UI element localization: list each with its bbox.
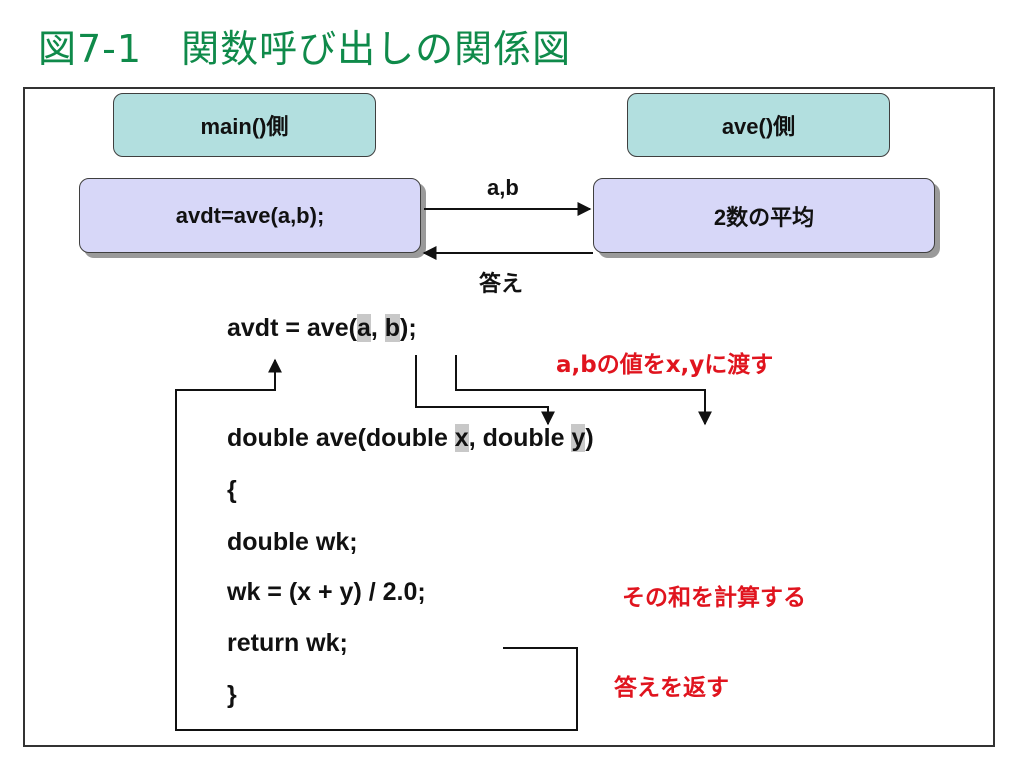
declare-code-line: double wk; xyxy=(227,528,358,556)
average-box-label: 2数の平均 xyxy=(713,204,815,230)
b-to-y-arrow xyxy=(455,355,712,426)
main-side-label: main()側 xyxy=(200,114,289,139)
call-box-label: avdt=ave(a,b); xyxy=(175,202,325,228)
main-side-box: main()側 xyxy=(113,93,376,157)
return-code-line: return wk; xyxy=(227,629,348,657)
average-box: 2数の平均 xyxy=(593,178,935,253)
return-arrow xyxy=(175,358,578,731)
ave-side-label: ave()側 xyxy=(721,114,796,139)
call-box: avdt=ave(a,b); xyxy=(79,178,421,253)
figure-title: 図7-1 関数呼び出しの関係図 xyxy=(38,27,572,71)
a-to-x-arrow xyxy=(415,355,555,426)
pass-note: a,bの値をx,yに渡す xyxy=(556,352,774,378)
signature-code-line: double ave(double x, double y) xyxy=(227,424,594,453)
arg-a-highlight: a xyxy=(356,314,371,342)
call-code-post: ); xyxy=(400,314,417,342)
call-code-line: avdt = ave(a, b); xyxy=(227,314,417,343)
signature-code-mid: , double xyxy=(468,424,572,452)
call-code-pre: avdt = ave( xyxy=(227,314,357,342)
return-note: 答えを返す xyxy=(614,675,729,701)
close-brace-line: } xyxy=(227,681,237,709)
arg-b-highlight: b xyxy=(384,314,401,342)
args-label: a,b xyxy=(487,175,519,200)
open-brace-line: { xyxy=(227,476,237,504)
ave-side-box: ave()側 xyxy=(627,93,890,157)
compute-code-line: wk = (x + y) / 2.0; xyxy=(227,578,426,606)
param-x-highlight: x xyxy=(454,424,469,452)
answer-label: 答え xyxy=(479,271,524,296)
param-y-highlight: y xyxy=(571,424,586,452)
signature-code-post: ) xyxy=(585,424,594,452)
signature-code-pre: double ave(double xyxy=(227,424,455,452)
call-code-mid: , xyxy=(370,314,385,342)
sum-note: その和を計算する xyxy=(622,585,806,611)
diagram-frame xyxy=(23,87,995,747)
